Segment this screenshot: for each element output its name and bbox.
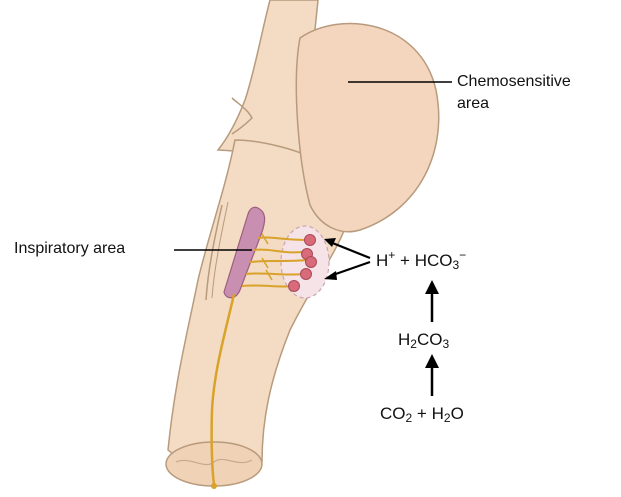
eq-bot-water-o: O (451, 404, 464, 423)
arrow-head-lower (425, 354, 439, 368)
eq-bot-carbon-dioxide: CO (380, 404, 406, 423)
eq-top-plus: + (400, 251, 410, 270)
eq-bot-water-sub: 2 (444, 411, 451, 425)
equation-bottom: CO2 + H2O (380, 404, 464, 425)
chemosensitive-label-line1: Chemosensitive (457, 73, 571, 91)
eq-top-bicarbonate-charge: − (459, 248, 466, 262)
eq-bot-co2-sub: 2 (406, 411, 413, 425)
eq-bot-plus: + (417, 404, 427, 423)
eq-top-bicarbonate: HCO (415, 251, 453, 270)
eq-mid-carbonate-sub: 3 (442, 337, 449, 351)
equation-top: H+ + HCO3− (376, 248, 466, 272)
eq-mid-hydrogen-sub: 2 (410, 337, 417, 351)
eq-bot-water-h: H (432, 404, 444, 423)
arrow-head-upper (425, 280, 439, 294)
equation-middle: H2CO3 (398, 330, 449, 351)
eq-mid-carbonate: CO (417, 330, 443, 349)
chemosensitive-bulge (296, 23, 438, 231)
nerve-ending (211, 483, 217, 489)
inspiratory-label: Inspiratory area (14, 240, 125, 258)
eq-mid-hydrogen: H (398, 330, 410, 349)
eq-top-hydrogen: H (376, 251, 388, 270)
chemosensitive-label-line2: area (457, 95, 489, 113)
eq-top-hydrogen-charge: + (388, 248, 395, 262)
